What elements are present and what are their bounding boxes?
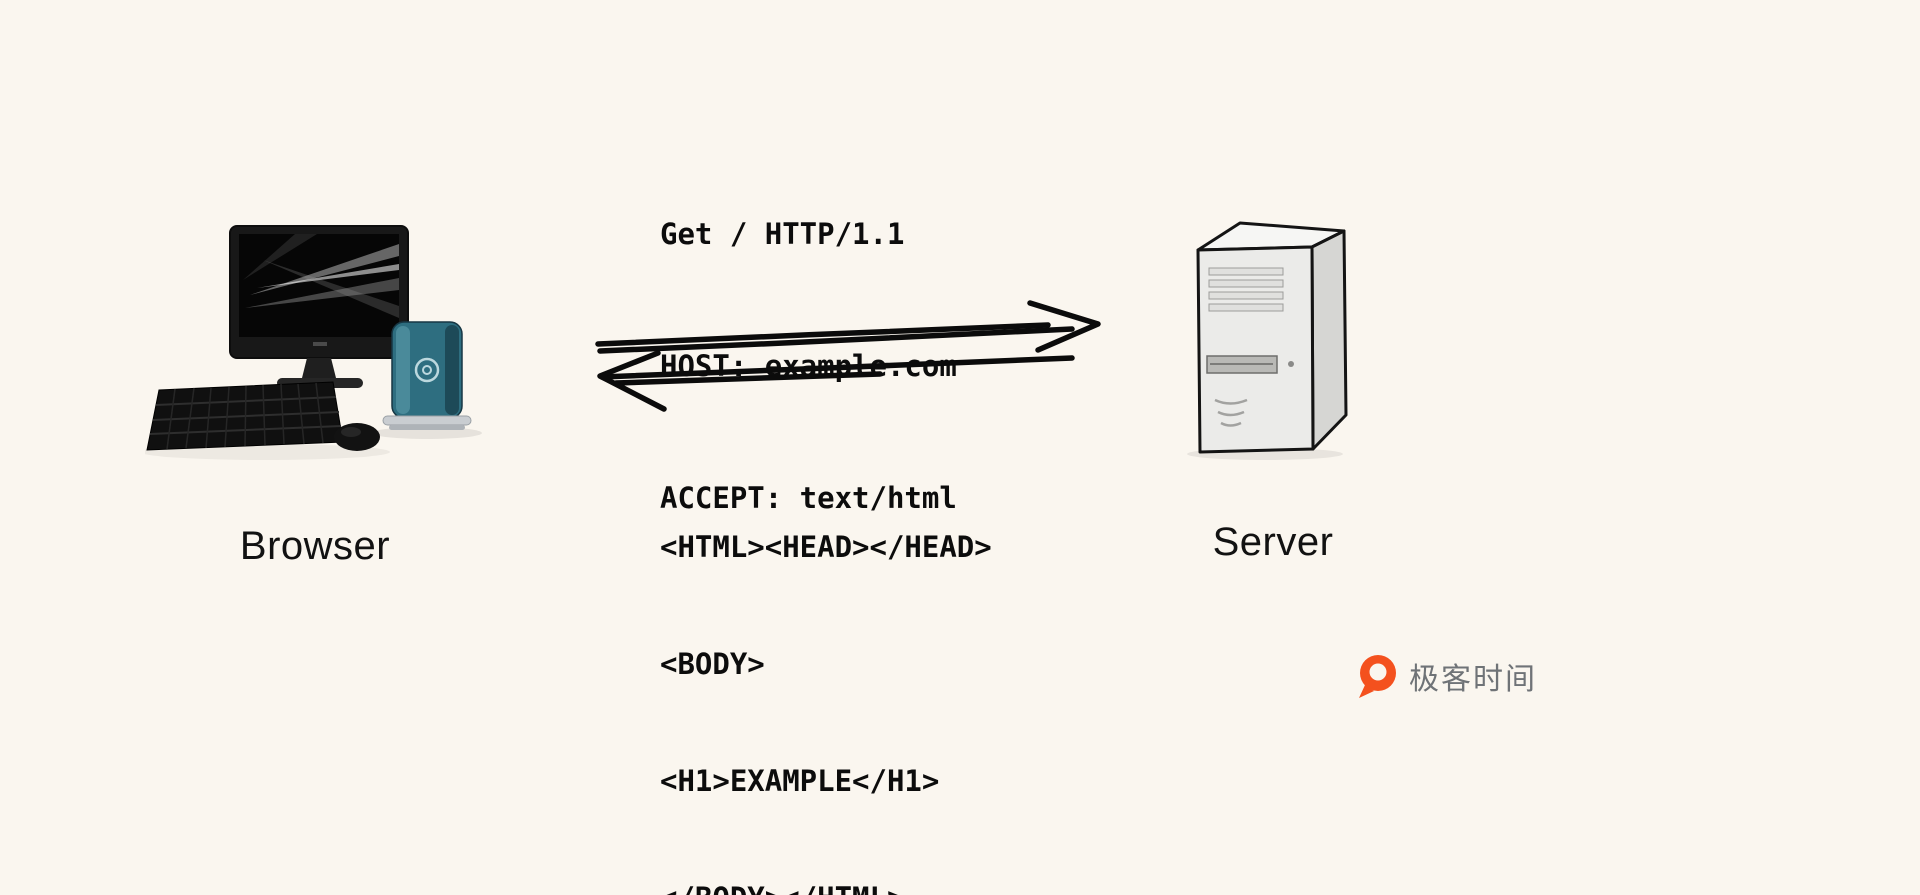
response-line-1: <HTML><HEAD></HEAD> — [660, 530, 992, 564]
request-line-3: ACCEPT: text/html — [660, 481, 957, 515]
browser-label: Browser — [239, 524, 391, 568]
response-arrow-icon — [597, 350, 1075, 412]
response-line-4: </BODY></HTML> — [660, 879, 992, 895]
server-drive-bay — [1206, 355, 1294, 374]
monitor-icon — [229, 225, 409, 388]
http-response-text: <HTML><HEAD></HEAD> <BODY> <H1>EXAMPLE</… — [660, 450, 992, 895]
response-line-3: <H1>EXAMPLE</H1> — [660, 764, 940, 798]
geektime-logo: 极客时间 — [1356, 652, 1537, 700]
server-tower-icon — [1196, 221, 1348, 454]
geektime-logo-text: 极客时间 — [1409, 663, 1537, 696]
server-label: Server — [1212, 520, 1334, 564]
server-grille-curves — [1214, 398, 1248, 427]
request-response-arrows — [595, 300, 1101, 412]
request-line-1: Get / HTTP/1.1 — [660, 217, 905, 251]
server-vents — [1208, 267, 1284, 312]
geektime-logo-icon — [1359, 655, 1396, 698]
request-arrow-icon — [595, 300, 1101, 354]
keyboard-icon — [146, 381, 344, 451]
browser-computer-illustration — [145, 225, 482, 460]
mini-pc-icon — [382, 321, 472, 430]
response-line-2: <BODY> — [660, 647, 765, 681]
mouse-icon — [334, 423, 380, 451]
server-illustration — [1187, 221, 1348, 460]
